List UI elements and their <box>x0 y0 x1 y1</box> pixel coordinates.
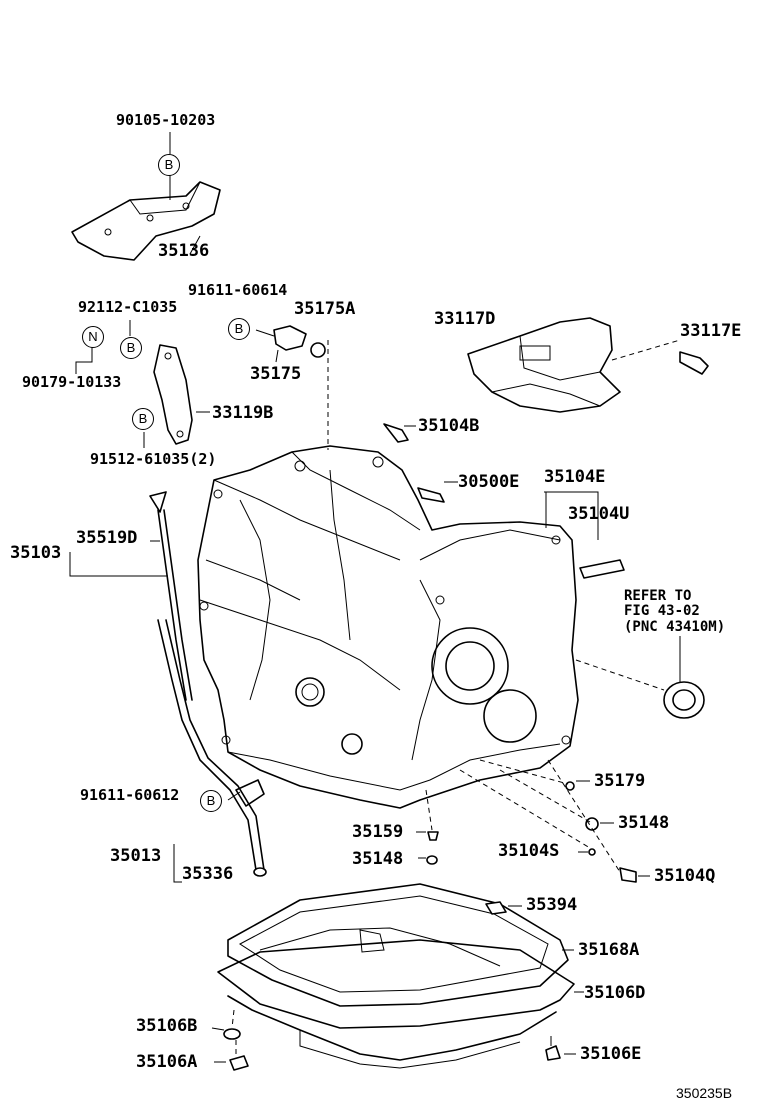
label-33119B: 33119B <box>212 403 274 423</box>
label-91611-60614: 91611-60614 <box>188 281 288 299</box>
marker-b-circle: B <box>228 318 250 340</box>
label-35175A: 35175A <box>294 299 356 319</box>
bolt-33117E <box>679 351 709 375</box>
label-35104Q: 35104Q <box>654 866 716 886</box>
label-90179-10133: 90179-10133 <box>22 373 122 391</box>
marker-b-circle: B <box>200 790 222 812</box>
label-35179: 35179 <box>594 771 646 791</box>
label-35159: 35159 <box>352 822 404 842</box>
bracket-33119B <box>153 344 210 445</box>
label-35104E: 35104E <box>544 467 606 487</box>
dipstick-assembly <box>149 491 267 877</box>
cover-plate-35136 <box>71 175 221 261</box>
fasteners <box>223 423 637 1071</box>
label-35336: 35336 <box>182 864 234 884</box>
protector-33117D <box>467 317 681 413</box>
label-30500E: 30500E <box>458 472 520 492</box>
label-35148: 35148 <box>618 813 670 833</box>
refer-line-2: FIG 43-02 <box>624 603 700 619</box>
label-92112-C1035: 92112-C1035 <box>78 298 178 316</box>
label-35106A: 35106A <box>136 1052 198 1072</box>
label-33117E: 33117E <box>680 321 742 341</box>
speed-sensor-35175 <box>255 325 326 363</box>
label-35013: 35013 <box>110 846 162 866</box>
label-35106B: 35106B <box>136 1016 198 1036</box>
label-91512-61035: 91512-61035(2) <box>90 450 217 468</box>
label-35104S: 35104S <box>498 841 560 861</box>
marker-b-circle: B <box>158 154 180 176</box>
oil-seal <box>575 659 705 719</box>
label-33117D: 33117D <box>434 309 496 329</box>
label-35394: 35394 <box>526 895 578 915</box>
lower-pan <box>227 995 557 1069</box>
gasket-35106D <box>217 939 575 1029</box>
label-35175: 35175 <box>250 364 302 384</box>
refer-line-1: REFER TO <box>624 588 692 604</box>
refer-line-3: (PNC 43410M) <box>624 619 726 635</box>
label-35103: 35103 <box>10 543 62 563</box>
label-35106E: 35106E <box>580 1044 642 1064</box>
label-35519D: 35519D <box>76 528 138 548</box>
marker-n-circle: N <box>82 326 104 348</box>
label-35136: 35136 <box>158 241 210 261</box>
marker-b-circle: B <box>120 337 142 359</box>
label-35104B: 35104B <box>418 416 480 436</box>
marker-b-circle: B <box>132 408 154 430</box>
label-35168A: 35168A <box>578 940 640 960</box>
label-35148: 35148 <box>352 849 404 869</box>
figure-code: 350235B <box>676 1085 733 1101</box>
label-35106D: 35106D <box>584 983 646 1003</box>
label-90105-10203: 90105-10203 <box>116 111 216 129</box>
oil-pan-35168A <box>227 883 569 1007</box>
transaxle-case <box>197 445 579 809</box>
label-91611-60612: 91611-60612 <box>80 786 180 804</box>
label-35104U: 35104U <box>568 504 630 524</box>
leader-lines <box>69 132 681 1063</box>
